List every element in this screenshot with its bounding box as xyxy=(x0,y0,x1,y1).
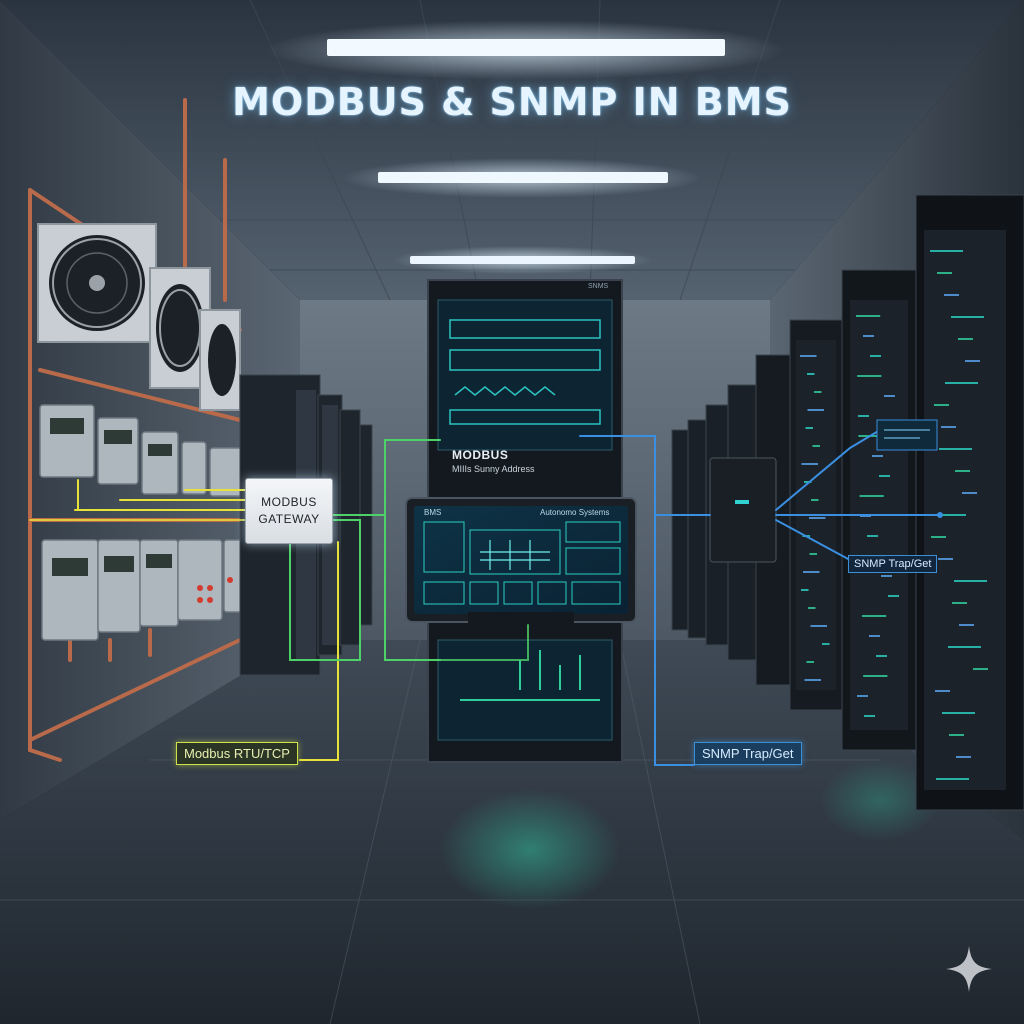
rack-led xyxy=(944,294,959,296)
snmp-protocol-label: SNMP Trap/Get xyxy=(694,742,802,765)
rack-led xyxy=(811,499,819,501)
rack-led xyxy=(930,250,963,252)
panel-header-right: Autonomo Systems xyxy=(540,508,610,517)
rack-led xyxy=(812,445,820,447)
rack-led xyxy=(864,715,875,717)
rack-led xyxy=(973,668,988,670)
rack-led xyxy=(807,373,815,375)
rack-led xyxy=(949,734,964,736)
sparkle-icon xyxy=(946,946,992,992)
rack-led xyxy=(806,661,814,663)
rack-led xyxy=(809,553,817,555)
rack-led xyxy=(810,625,827,627)
central-rack-tag-sub: MIIIs Sunny Address xyxy=(452,464,535,474)
modbus-gateway-box: MODBUS GATEWAY xyxy=(245,478,333,544)
rack-led xyxy=(863,335,874,337)
rack-led xyxy=(935,690,950,692)
rack-led xyxy=(804,481,812,483)
rack-led xyxy=(942,712,975,714)
rack-led xyxy=(801,589,809,591)
rack-led xyxy=(962,492,977,494)
rack-led xyxy=(888,595,899,597)
rack-led xyxy=(956,756,971,758)
rack-led xyxy=(872,455,883,457)
right-server-racks xyxy=(671,194,1024,811)
snmp-side-label: SNMP Trap/Get xyxy=(848,555,938,573)
rack-led xyxy=(939,448,972,450)
rack-led xyxy=(965,360,980,362)
rack-led xyxy=(867,535,878,537)
rack-led xyxy=(931,536,946,538)
rack-led xyxy=(876,655,887,657)
rack-led xyxy=(879,475,890,477)
rack-led xyxy=(814,391,822,393)
rack-led xyxy=(938,558,953,560)
rack-led xyxy=(945,382,978,384)
rack-led xyxy=(856,315,881,317)
rack-led xyxy=(959,624,974,626)
rack-led xyxy=(884,395,895,397)
rack-led xyxy=(805,427,813,429)
rack-led xyxy=(933,514,966,516)
rack-led xyxy=(800,355,817,357)
rack-led xyxy=(822,643,830,645)
rack-led xyxy=(951,316,984,318)
rack-led xyxy=(952,602,967,604)
rack-led xyxy=(859,495,884,497)
rack-led xyxy=(870,355,881,357)
rack-led xyxy=(869,635,880,637)
rack-led xyxy=(934,404,949,406)
central-rack-tag-main: MODBUS xyxy=(452,448,509,462)
rack-led xyxy=(863,675,888,677)
rack-led xyxy=(801,463,818,465)
rack-led xyxy=(936,778,969,780)
gateway-label-line2: GATEWAY xyxy=(258,512,320,526)
panel-header-left: BMS xyxy=(424,508,442,517)
rack-top-badge: SNMS xyxy=(588,283,609,290)
rack-led xyxy=(807,409,824,411)
rack-led xyxy=(858,415,869,417)
rack-led xyxy=(808,607,816,609)
central-rack-tag: MODBUS MIIIs Sunny Address xyxy=(452,448,582,484)
rack-led xyxy=(862,615,887,617)
rack-led xyxy=(804,679,821,681)
gateway-label-line1: MODBUS xyxy=(261,495,317,509)
rack-led xyxy=(941,426,956,428)
rack-led xyxy=(955,470,970,472)
rack-led xyxy=(809,517,826,519)
rack-led xyxy=(954,580,987,582)
rack-led xyxy=(948,646,981,648)
scene-title: MODBUS & SNMP IN BMS xyxy=(232,80,792,124)
rack-led xyxy=(937,272,952,274)
rack-led xyxy=(881,575,892,577)
rack-led xyxy=(958,338,973,340)
rack-led xyxy=(857,375,882,377)
rack-led xyxy=(857,695,868,697)
modbus-protocol-label: Modbus RTU/TCP xyxy=(176,742,298,765)
rack-led xyxy=(803,571,820,573)
